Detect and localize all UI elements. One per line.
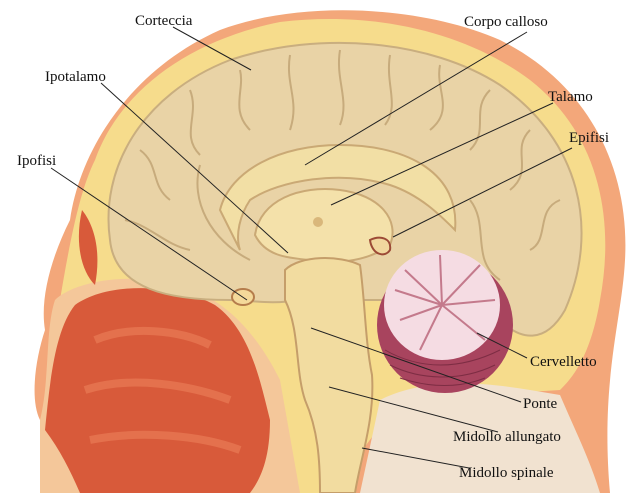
pineal bbox=[368, 236, 392, 256]
leader-cervelletto bbox=[476, 332, 528, 359]
corpus-callosum bbox=[218, 143, 457, 251]
label-ipofisi: Ipofisi bbox=[17, 153, 57, 169]
cerebellum bbox=[377, 250, 513, 393]
leader-ipofisi bbox=[50, 167, 248, 301]
label-corpo-calloso: Corpo calloso bbox=[464, 14, 548, 30]
leader-talamo bbox=[330, 102, 554, 206]
gyri bbox=[124, 49, 561, 281]
frontal-sinus bbox=[78, 210, 98, 285]
label-talamo: Talamo bbox=[548, 89, 593, 105]
leader-ipotalamo bbox=[100, 82, 289, 254]
leader-ponte bbox=[310, 327, 522, 403]
leader-epifisi bbox=[392, 147, 573, 238]
label-epifisi: Epifisi bbox=[569, 130, 609, 146]
label-midollo-spinale: Midollo spinale bbox=[459, 465, 554, 481]
leader-midollo-spinale bbox=[361, 447, 470, 469]
leader-corpo-calloso bbox=[304, 31, 528, 166]
leader-corteccia bbox=[172, 26, 252, 71]
label-cervelletto: Cervelletto bbox=[530, 354, 597, 370]
label-corteccia: Corteccia bbox=[135, 13, 193, 29]
leader-lines bbox=[50, 26, 573, 469]
leader-midollo-allungato bbox=[328, 386, 499, 433]
label-ipotalamo: Ipotalamo bbox=[45, 69, 106, 85]
label-ponte: Ponte bbox=[523, 396, 558, 412]
label-midollo-allungato: Midollo allungato bbox=[453, 429, 561, 445]
